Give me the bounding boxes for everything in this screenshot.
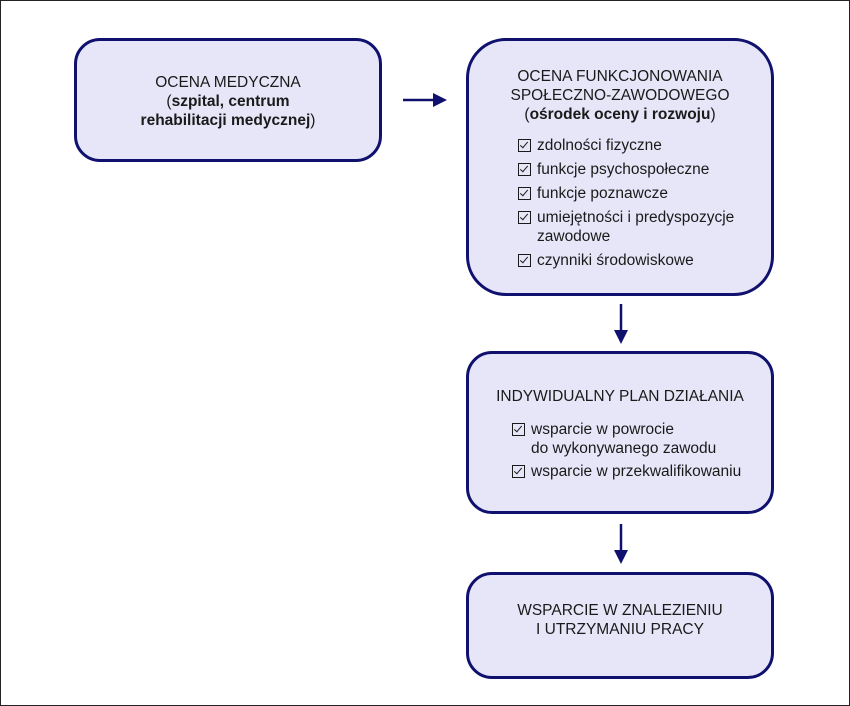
list-item: zdolności fizyczne [518, 136, 771, 155]
medical-assessment-subtitle-line-2: rehabilitacji medycznej) [77, 111, 379, 130]
paren-open: ( [166, 93, 172, 110]
list-item: wsparcie w powrocie do wykonywanego zawo… [512, 420, 771, 458]
paren-open: ( [524, 106, 530, 123]
functional-assessment-box: OCENA FUNKCJONOWANIA SPOŁECZNO-ZAWODOWEG… [466, 38, 774, 296]
checkbox-checked-icon [512, 465, 525, 478]
list-item-label: wsparcie w powrocie do wykonywanego zawo… [531, 421, 717, 457]
checkbox-checked-icon [518, 163, 531, 176]
functional-assessment-place: ośrodek oceny i rozwoju [529, 106, 711, 123]
functional-assessment-title-1: OCENA FUNKCJONOWANIA [517, 68, 723, 85]
job-support-box: WSPARCIE W ZNALEZIENIU I UTRZYMANIU PRAC… [466, 572, 774, 679]
checkbox-checked-icon [518, 254, 531, 267]
paren-close: ) [710, 106, 716, 123]
medical-assessment-subtitle-line-1: (szpital, centrum [77, 92, 379, 111]
list-item-label: funkcje psychospołeczne [537, 161, 710, 178]
arrow-down-icon [614, 304, 628, 344]
list-item: funkcje psychospołeczne [518, 160, 771, 179]
list-item-label: umiejętności i predyspozycje zawodowe [537, 209, 735, 245]
list-item-label: zdolności fizyczne [537, 137, 662, 154]
checkbox-checked-icon [512, 423, 525, 436]
action-plan-title: INDYWIDUALNY PLAN DZIAŁANIA [496, 388, 744, 405]
job-support-title-1: WSPARCIE W ZNALEZIENIU [517, 602, 723, 619]
action-plan-box: INDYWIDUALNY PLAN DZIAŁANIA wsparcie w p… [466, 351, 774, 514]
functional-assessment-title-2: SPOŁECZNO-ZAWODOWEGO [510, 87, 730, 104]
checkbox-checked-icon [518, 187, 531, 200]
arrow-right-icon [403, 93, 447, 107]
functional-assessment-subtitle: (ośrodek oceny i rozwoju) [469, 105, 771, 124]
list-item-label: funkcje poznawcze [537, 185, 668, 202]
list-item: czynniki środowiskowe [518, 251, 771, 270]
list-item: wsparcie w przekwalifikowaniu [512, 462, 771, 481]
checkbox-checked-icon [518, 139, 531, 152]
action-plan-checklist: wsparcie w powrocie do wykonywanego zawo… [469, 420, 771, 481]
medical-assessment-place-2: rehabilitacji medycznej [140, 112, 311, 129]
checkbox-checked-icon [518, 211, 531, 224]
medical-assessment-box: OCENA MEDYCZNA (szpital, centrum rehabil… [74, 38, 382, 162]
list-item: umiejętności i predyspozycje zawodowe [518, 208, 771, 246]
medical-assessment-place-1: szpital, centrum [171, 93, 290, 110]
list-item-label: wsparcie w przekwalifikowaniu [531, 463, 742, 480]
job-support-title-2: I UTRZYMANIU PRACY [536, 621, 704, 638]
arrow-down-icon [614, 524, 628, 564]
paren-close: ) [310, 112, 316, 129]
list-item: funkcje poznawcze [518, 184, 771, 203]
functional-assessment-checklist: zdolności fizyczne funkcje psychospołecz… [469, 136, 771, 270]
medical-assessment-title: OCENA MEDYCZNA [155, 74, 301, 91]
list-item-label: czynniki środowiskowe [537, 252, 694, 269]
